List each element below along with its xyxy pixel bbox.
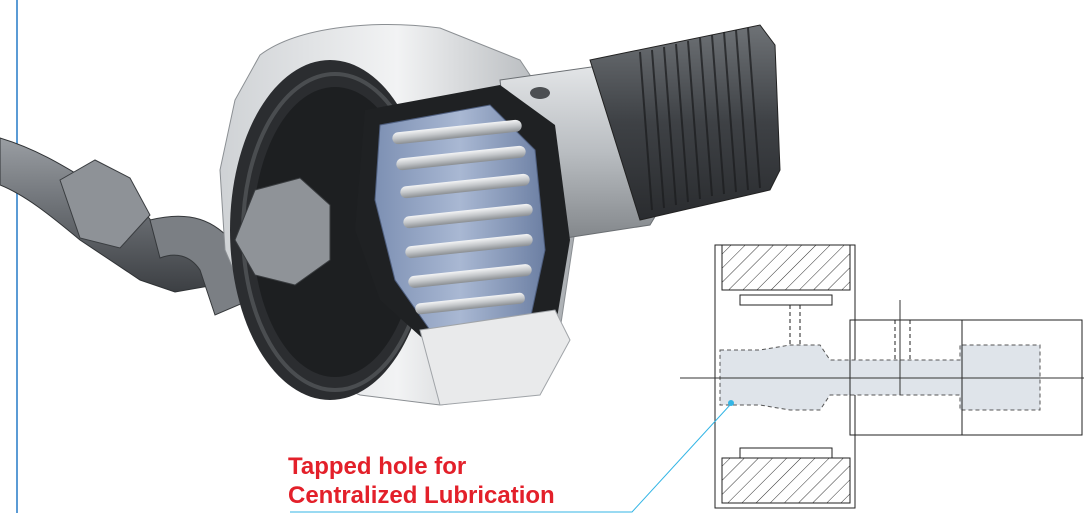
- needle-row-top: [739, 294, 833, 306]
- needle-roller: [400, 173, 530, 199]
- needle-roller: [392, 119, 522, 145]
- needle-roller: [415, 292, 525, 315]
- needle-roller: [405, 233, 533, 259]
- needle-rollers: [392, 119, 533, 315]
- callout-pointer-dot: [728, 400, 734, 406]
- outer-ring-section-top: [721, 244, 851, 291]
- grease-fitting-nut: [234, 177, 331, 286]
- bearing-render: [0, 24, 781, 406]
- lube-port-hole: [530, 87, 550, 99]
- callout-leader-line: [290, 404, 731, 513]
- needle-roller: [403, 203, 533, 229]
- threaded-stud: [589, 24, 781, 221]
- outer-ring-section-bottom: [721, 457, 851, 504]
- callout-label: Tapped hole for Centralized Lubrication: [288, 452, 555, 510]
- needle-roller: [396, 145, 526, 171]
- outer-ring-cut-face: [419, 309, 571, 406]
- cross-section-drawing: [680, 244, 1084, 509]
- needle-row-bottom: [739, 447, 833, 459]
- thread-lines: [639, 27, 761, 211]
- callout-line-1: Tapped hole for: [288, 453, 467, 480]
- needle-roller: [408, 264, 532, 288]
- callout-line-2: Centralized Lubrication: [288, 482, 555, 509]
- hose-fitting: [59, 159, 151, 249]
